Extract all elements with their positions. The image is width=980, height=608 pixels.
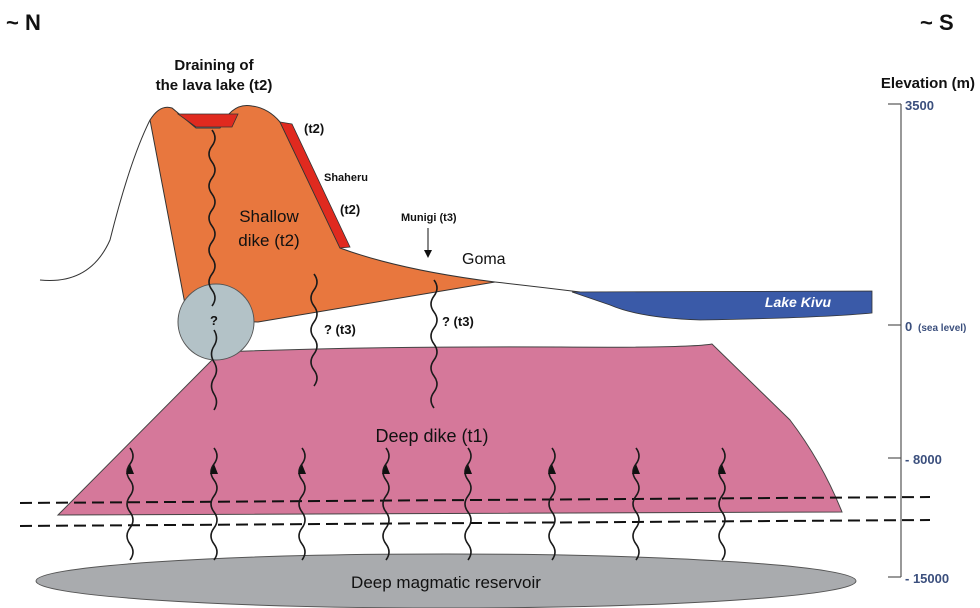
shallow-dike-label-line1: Shallow [239,207,299,226]
t3-right-label: ? (t3) [442,314,474,329]
tick-label-3500: 3500 [905,98,934,113]
deep-dike [56,343,843,516]
conduit-wave-lower [210,329,218,411]
rising-arrow [718,447,726,561]
shallow-dike-label-line2: dike (t2) [238,231,299,250]
t2-mid-label: (t2) [340,202,360,217]
lake-kivu [571,290,873,321]
rising-arrow [632,447,640,561]
rising-arrow [298,447,306,561]
t3-wave-right [430,279,438,409]
tick-label-8000: - 8000 [905,452,942,467]
shallow-dike [149,104,496,323]
ground-surface [39,119,151,281]
tick-label-sea-level: (sea level) [918,323,966,334]
dashed-line-lower [19,519,931,527]
rising-arrow [382,447,390,561]
ground-surface-south [494,281,581,293]
shaheru-lava-flow [279,121,351,249]
munigi-label: Munigi (t3) [401,212,457,224]
draining-label-line1: Draining of [174,57,254,74]
dashed-line-upper [19,496,931,504]
deep-magmatic-reservoir [35,553,857,608]
t3-left-label: ? (t3) [324,322,356,337]
central-conduit-wave [208,129,216,307]
north-marker: ~ N [6,10,41,35]
rising-arrows [126,447,726,561]
elevation-axis-title: Elevation (m) [881,75,975,92]
deep-dike-label: Deep dike (t1) [375,426,488,446]
lake-kivu-label: Lake Kivu [765,294,832,310]
rising-arrow [210,447,218,561]
tick-label-0: 0 [905,319,912,334]
rising-arrow [464,447,472,561]
elevation-axis [888,103,902,578]
lava-lake [176,113,239,128]
rising-arrow [548,447,556,561]
goma-label: Goma [462,251,506,268]
t3-wave-left [310,273,318,387]
rising-arrow [126,447,134,561]
draining-label-line2: the lava lake (t2) [156,77,273,94]
south-marker: ~ S [920,10,954,35]
shaheru-label: Shaheru [324,172,368,184]
uncertain-connection-zone [177,283,255,361]
tick-label-15000: - 15000 [905,571,949,586]
t2-upper-label: (t2) [304,121,324,136]
reservoir-label: Deep magmatic reservoir [351,573,541,592]
munigi-arrow-head [424,250,432,258]
question-mark-label: ? [210,313,218,328]
